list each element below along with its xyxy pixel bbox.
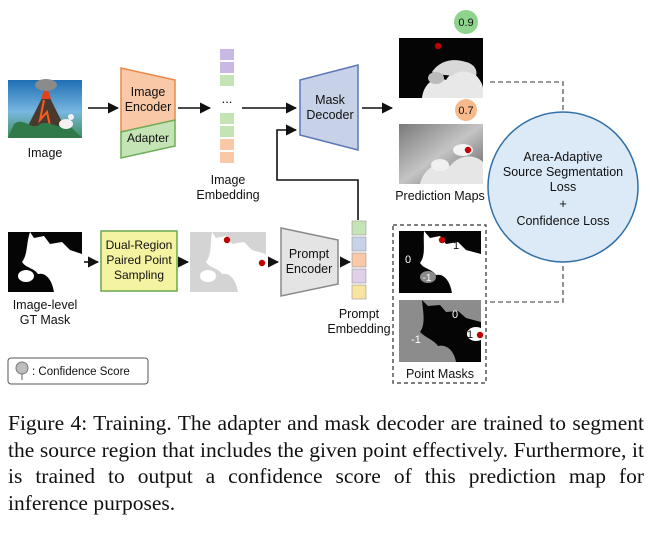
point-masks-label: Point Masks [406,367,474,381]
bottom-mask-label-1: 1 [467,329,473,341]
adapter: Adapter [120,119,176,159]
gt-mask-line2: GT Mask [20,313,71,327]
embedding-cell [351,220,367,236]
embedding-ellipsis: ... [222,91,233,106]
image-embedding-line2: Embedding [196,188,259,202]
embedding-cell [351,252,367,268]
adapter-label: Adapter [127,131,169,145]
top-mask-label-1: 1 [453,240,459,252]
score-badge-low: 0.7 [455,99,477,121]
dashed-link-prediction-to-loss [490,81,564,110]
image-encoder: Image Encoder [120,67,176,133]
prompt-embedding-line2: Embedding [327,322,390,336]
legend-label: : Confidence Score [32,366,130,378]
image-encoder-line1: Image [131,85,166,99]
image-embedding-line1: Image [211,173,246,187]
embedding-cell [351,236,367,252]
point-mask-top [399,231,481,293]
score-low-value: 0.7 [458,105,473,117]
point-mask-bottom [399,300,485,362]
dual-region-sampling: Dual-Region Paired Point Sampling [100,230,178,292]
confidence-legend: : Confidence Score [7,357,149,385]
embedding-cell [220,126,234,137]
embedding-cell [220,139,234,150]
image-embedding-stack [220,49,234,163]
prediction-map-high [399,38,483,98]
sampling-line1: Dual-Region [106,238,173,252]
training-diagram: Image Image Encoder Adapter ... Image Em… [7,10,639,385]
embedding-cell [351,268,367,284]
top-mask-label-0: 0 [405,254,411,266]
sampling-line2: Paired Point [106,253,172,267]
embedding-cell [220,152,234,163]
gt-mask-line1: Image-level [13,298,78,312]
prompt-embedding-stack [351,220,367,300]
prompt-embedding-line1: Prompt [339,307,380,321]
prompt-encoder-line2: Encoder [286,262,333,276]
mask-decoder-line2: Decoder [306,108,353,122]
input-image [8,79,82,138]
point-masks-frame [392,224,487,384]
loss-plus: + [559,196,567,211]
loss-line3: Loss [550,180,576,194]
sampled-point-mask [190,232,266,292]
sampling-line3: Sampling [114,268,164,282]
dashed-link-masks-to-loss [490,264,564,303]
loss-line1: Area-Adaptive [523,150,602,164]
top-mask-label-neg1: -1 [423,273,432,284]
loss-circle [487,111,639,263]
mask-decoder-line1: Mask [315,93,346,107]
loss-line2: Source Segmentation [503,165,623,179]
mask-decoder: Mask Decoder [299,64,359,151]
embedding-cell [220,75,234,86]
loss-line4: Confidence Loss [516,214,609,228]
prompt-encoder: Prompt Encoder [280,227,339,297]
gt-mask [8,232,82,292]
prediction-map-low [399,124,483,184]
bottom-mask-label-neg1: -1 [411,334,421,346]
prediction-maps-label: Prediction Maps [395,189,485,203]
image-encoder-line2: Encoder [125,100,172,114]
arrow-prompt-embedding-to-decoder [276,124,359,220]
score-high-value: 0.9 [458,17,473,29]
embedding-cell [220,62,234,73]
embedding-cell [351,284,367,300]
embedding-cell [220,113,234,124]
legend-pin-icon [15,361,29,375]
bottom-mask-label-0: 0 [452,309,458,321]
embedding-cell [220,49,234,60]
score-badge-high: 0.9 [454,10,478,34]
figure-caption: Figure 4: Training. The adapter and mask… [8,411,644,515]
image-label: Image [28,146,63,160]
prompt-encoder-line1: Prompt [289,247,330,261]
